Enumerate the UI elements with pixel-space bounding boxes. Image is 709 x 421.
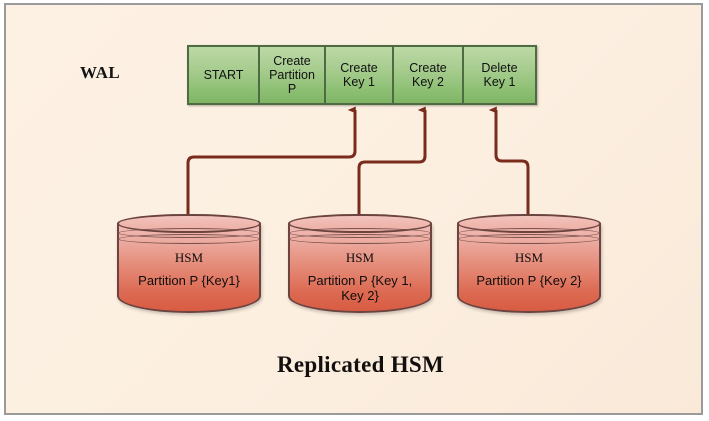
hsm-cylinder-3[interactable]: HSM Partition P {Key 2} [457, 214, 601, 321]
hsm-cylinder-3-ring-2 [458, 234, 600, 244]
hsm-cylinder-1[interactable]: HSM Partition P {Key1} [117, 214, 261, 321]
hsm-cylinder-3-partition: Partition P {Key 2} [476, 273, 582, 288]
hsm-cylinder-2-partition: Partition P {Key 1, Key 2} [288, 273, 432, 303]
hsm-cylinder-3-name: HSM [514, 250, 544, 265]
hsm-cylinder-1-text: HSM Partition P {Key1} [117, 250, 261, 288]
hsm-cylinder-2-partition-line1: Partition P {Key 1, [307, 273, 413, 288]
wal-entry-create-key-1-line1: Create [340, 61, 378, 75]
wal-entry-create-key-1[interactable]: Create Key 1 [326, 47, 394, 103]
hsm-cylinder-3-text: HSM Partition P {Key 2} [457, 250, 601, 288]
connector-hsm3-to-delete-key-1 [488, 106, 530, 228]
hsm-cylinder-2-ring-2 [289, 234, 431, 244]
hsm-cylinder-1-ring-2 [118, 234, 260, 244]
wal-entry-create-key-1-line2: Key 1 [343, 75, 375, 89]
wal-entry-create-key-2-line2: Key 2 [412, 75, 444, 89]
wal-entry-start-line1: START [203, 68, 244, 82]
hsm-cylinder-2-name: HSM [345, 250, 375, 265]
wal-entry-create-partition-line2: Partition [269, 68, 315, 82]
wal-entry-create-partition[interactable]: Create Partition P [260, 47, 326, 103]
wal-entry-delete-key-1[interactable]: Delete Key 1 [464, 47, 535, 103]
wal-entry-create-key-2[interactable]: Create Key 2 [394, 47, 464, 103]
hsm-cylinder-2-partition-line2: Key 2} [341, 288, 379, 303]
wal-label: WAL [80, 63, 121, 82]
wal-entry-create-partition-line1: Create [273, 54, 311, 68]
hsm-cylinder-2-text: HSM Partition P {Key 1, Key 2} [288, 250, 432, 303]
connector-hsm1-to-create-key-1 [186, 106, 357, 228]
wal-log-row: START Create Partition P Create Key 1 Cr… [187, 45, 537, 105]
hsm-cylinder-1-name: HSM [174, 250, 204, 265]
diagram-frame: WAL START Create Partition P Create Key … [4, 3, 703, 415]
connector-hsm2-to-create-key-2 [357, 106, 427, 228]
diagram-title: Replicated HSM [276, 352, 445, 377]
hsm-cylinder-2[interactable]: HSM Partition P {Key 1, Key 2} [288, 214, 432, 321]
wal-entry-create-key-2-line1: Create [409, 61, 447, 75]
wal-entry-start[interactable]: START [189, 47, 260, 103]
hsm-cylinder-1-partition: Partition P {Key1} [138, 273, 240, 288]
wal-entry-delete-key-1-line1: Delete [481, 61, 518, 75]
wal-entry-delete-key-1-line2: Key 1 [483, 75, 516, 89]
wal-entry-create-partition-line3: P [287, 82, 297, 96]
